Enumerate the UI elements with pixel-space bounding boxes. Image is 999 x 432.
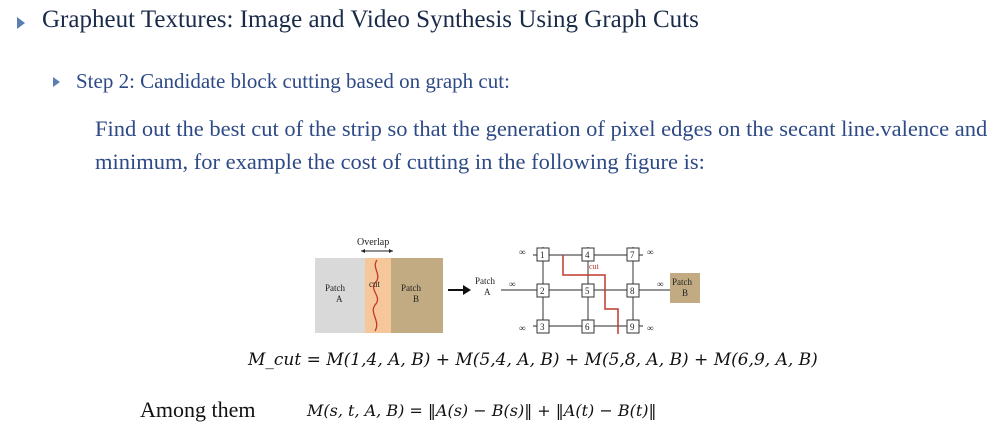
slide-title: Grapheut Textures: Image and Video Synth…	[42, 6, 699, 33]
graph-cut-label: cut	[589, 262, 600, 271]
patch-b-label-2: B	[413, 294, 419, 304]
graph-cut-figure: Overlap cut Patch A Patch B cut 1 2 3 4 …	[315, 237, 700, 334]
infinity-label: ∞	[657, 279, 663, 289]
patch-a-label-2: A	[336, 294, 343, 304]
node-3: 3	[540, 322, 545, 332]
overlap-label: Overlap	[357, 237, 389, 248]
node-1: 1	[540, 250, 545, 260]
node-5: 5	[585, 286, 590, 296]
patch-a-block	[315, 258, 365, 333]
graph-patch-b-label-1: Patch	[672, 277, 692, 287]
title-bullet-icon	[17, 17, 25, 29]
among-them-text: Among them	[140, 397, 256, 422]
step-heading: Step 2: Candidate block cutting based on…	[76, 69, 510, 93]
patch-b-label-1: Patch	[401, 283, 421, 293]
node-6: 6	[585, 322, 590, 332]
graph-nodes: 1 2 3 4 5 6 7 8 9	[536, 247, 640, 334]
graph-patch-a-label-2: A	[484, 287, 491, 297]
node-4: 4	[585, 250, 590, 260]
infinity-label: ∞	[647, 323, 653, 333]
cut-curve	[372, 259, 379, 332]
cut-label: cut	[369, 279, 380, 289]
infinity-label: ∞	[647, 247, 653, 257]
node-2: 2	[540, 286, 545, 296]
overlap-region	[365, 258, 391, 333]
node-8: 8	[630, 286, 635, 296]
graph-cut-line	[562, 255, 619, 334]
patch-b-block	[391, 258, 443, 333]
description-paragraph: Find out the best cut of the strip so th…	[95, 116, 988, 174]
node-9: 9	[630, 322, 635, 332]
infinity-label: ∞	[519, 247, 525, 257]
mcut-equation: M_cut = M(1,4, A, B) + M(5,4, A, B) + M(…	[248, 350, 818, 370]
patch-a-label-1: Patch	[325, 283, 345, 293]
node-7: 7	[630, 250, 635, 260]
infinity-label: ∞	[509, 279, 515, 289]
graph-patch-a-label-1: Patch	[475, 276, 495, 286]
step-bullet-icon	[53, 77, 60, 87]
infinity-label: ∞	[519, 323, 525, 333]
graph-patch-b-block	[670, 273, 700, 303]
cost-equation: M(s, t, A, B) = ‖A(s) − B(s)‖ + ‖A(t) − …	[307, 401, 657, 420]
graph-patch-b-label-2: B	[682, 288, 688, 298]
